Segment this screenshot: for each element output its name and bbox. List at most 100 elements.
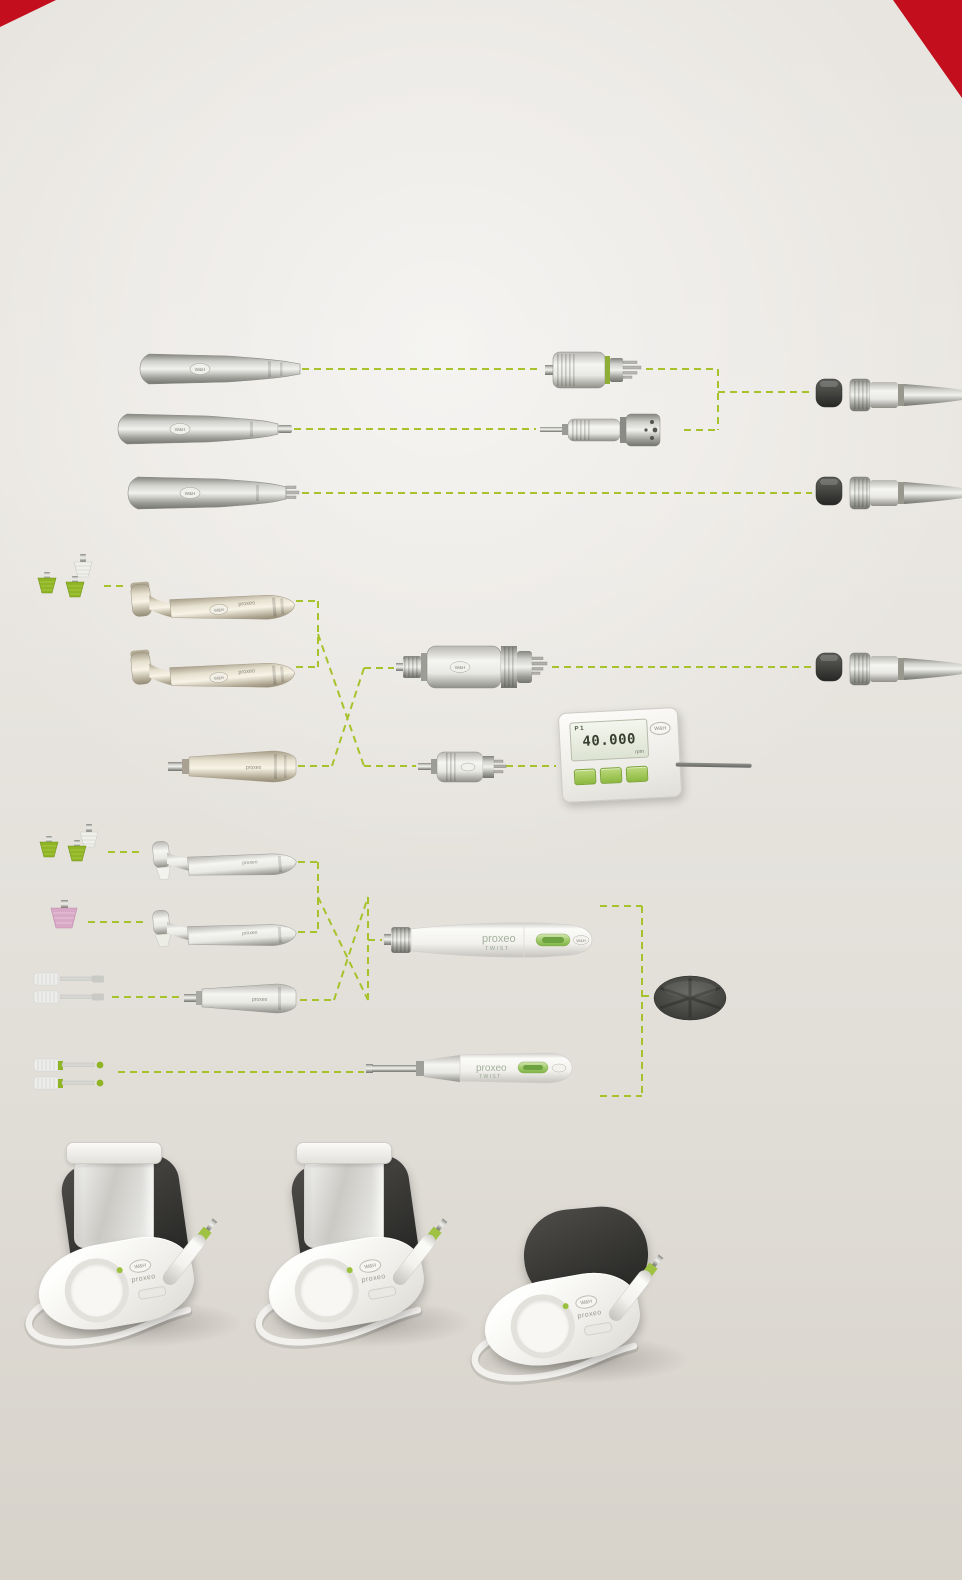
cross-to-twist1 — [300, 896, 382, 1001]
bottle-lid — [66, 1142, 162, 1164]
motor-prongs — [531, 656, 548, 675]
wh-logo-text: W&H — [363, 1262, 377, 1270]
power-dial — [505, 1289, 580, 1364]
wh-logo — [572, 935, 590, 945]
wh-logo: W&H — [128, 1257, 153, 1275]
proxeo-label: proxeo — [246, 765, 262, 771]
proxeo-label: proxeo — [361, 1273, 387, 1285]
proxeo-label: proxeo — [238, 668, 255, 675]
proxeo-label: proxeo — [476, 1063, 507, 1074]
wh-logo — [209, 672, 228, 683]
contra-angle-handpiece-1: W&H proxeo — [130, 581, 295, 620]
control-unit-display: P 1 40.000 rpm — [569, 718, 650, 762]
twist-label: TWIST — [485, 946, 510, 952]
wh-logo: W&H — [574, 1293, 599, 1311]
straight-handpiece-3: W&H — [127, 476, 300, 510]
lines-prophy-attachments — [88, 851, 364, 1073]
wh-logo: W&H — [649, 721, 671, 736]
wh-logo — [551, 1063, 567, 1073]
cordless-prophy-handpiece-1: proxeo TWIST W&H — [384, 922, 593, 958]
nose-cone-handpiece-1: proxeo — [168, 750, 297, 783]
hose-cap-2 — [815, 476, 843, 506]
wh-logo-text: W&H — [579, 1298, 593, 1306]
proxeo-label: proxeo — [238, 600, 255, 607]
wh-logo-text: W&H — [654, 725, 667, 732]
supply-hose-3 — [849, 652, 962, 686]
dial-indicator — [116, 1266, 124, 1274]
wh-logo — [179, 487, 201, 499]
wh-logo — [169, 423, 191, 435]
piezo-scaler-station-2: W&H proxeo — [246, 1142, 474, 1350]
wh-logo-text: W&H — [214, 607, 224, 613]
control-button-2 — [599, 766, 623, 785]
proxeo-label: proxeo — [242, 859, 258, 866]
wh-logo-text: W&H — [185, 491, 196, 496]
handpiece-cable — [470, 1330, 639, 1385]
red-corner-right — [893, 0, 962, 98]
prophy-cup — [154, 933, 172, 947]
wh-logo — [460, 762, 476, 772]
prophy-cup-green-icon — [37, 572, 57, 594]
scaler-handpiece — [392, 1218, 448, 1286]
twist-label: TWIST — [479, 1074, 502, 1080]
dial-indicator — [562, 1302, 570, 1310]
air-motor — [418, 751, 507, 783]
scaler-handpiece — [608, 1254, 664, 1322]
wh-logo — [449, 661, 471, 673]
wh-logo — [209, 604, 228, 615]
turbine-coupling-1 — [545, 351, 642, 389]
prophy-brush-icon — [33, 972, 104, 986]
proxeo-label: proxeo — [242, 930, 258, 937]
prophy-cup-green-icon — [65, 576, 85, 598]
prophy-angle-handpiece-2: proxeo — [152, 909, 297, 947]
program-indicator: P 1 — [574, 725, 584, 733]
control-button-3 — [625, 765, 649, 783]
prophy-cup-green-icon — [39, 836, 59, 858]
handpiece-cable — [254, 1294, 423, 1349]
wh-logo-text: W&H — [195, 367, 206, 372]
piezo-scaler-station-3: W&H proxeo — [462, 1186, 690, 1386]
water-bottle — [74, 1152, 154, 1248]
cordless-prophy-handpiece-2: proxeo TWIST — [366, 1052, 573, 1084]
handpiece-cable — [24, 1294, 193, 1349]
wh-logo-text: W&H — [455, 665, 466, 670]
wh-logo-text: W&H — [214, 675, 224, 681]
bracket-couplings-hose1 — [646, 368, 812, 431]
bracket-contra-angles — [296, 600, 319, 668]
nose-cone-handpiece-2: proxeo — [184, 983, 297, 1014]
motor-prongs — [493, 759, 507, 774]
prophy-cup-pink-icon — [50, 900, 78, 929]
charging-base-disc — [653, 975, 727, 1021]
proxeo-label: proxeo — [252, 997, 268, 1003]
piezo-scaler-station-1: W&H proxeo — [16, 1142, 244, 1350]
electric-motor: W&H — [396, 645, 548, 689]
dashed-connectors — [88, 368, 812, 1097]
bracket-twist-charger — [600, 905, 650, 1097]
hose-cap-1 — [815, 378, 843, 408]
hose-cap-3 — [815, 652, 843, 682]
turbine-coupling-2 — [540, 413, 661, 447]
speed-unit: rpm — [635, 748, 645, 756]
contra-angle-handpiece-2: W&H proxeo — [130, 649, 295, 688]
proxeo-label: proxeo — [577, 1309, 603, 1321]
prophy-cup — [156, 866, 171, 880]
supply-hose-2 — [849, 476, 962, 510]
control-button-1 — [573, 768, 597, 786]
proxeo-label: proxeo — [131, 1273, 157, 1285]
coupling-prongs — [622, 360, 642, 379]
straight-handpiece-1: W&H — [139, 353, 301, 385]
cross-to-motors — [298, 633, 416, 767]
prophy-brush-icon — [33, 990, 104, 1004]
dial-indicator — [346, 1266, 354, 1274]
connector-holes — [644, 420, 658, 440]
prophy-cup-green-icon — [67, 840, 87, 862]
bracket-prophy-angles — [298, 861, 319, 933]
power-dial — [289, 1253, 364, 1328]
prophy-angle-handpiece-1: proxeo — [152, 841, 297, 880]
wh-logo: W&H — [358, 1257, 383, 1275]
power-dial — [59, 1253, 134, 1328]
prophy-brush-green-icon — [33, 1076, 104, 1090]
wh-logo-text: W&H — [133, 1262, 147, 1270]
